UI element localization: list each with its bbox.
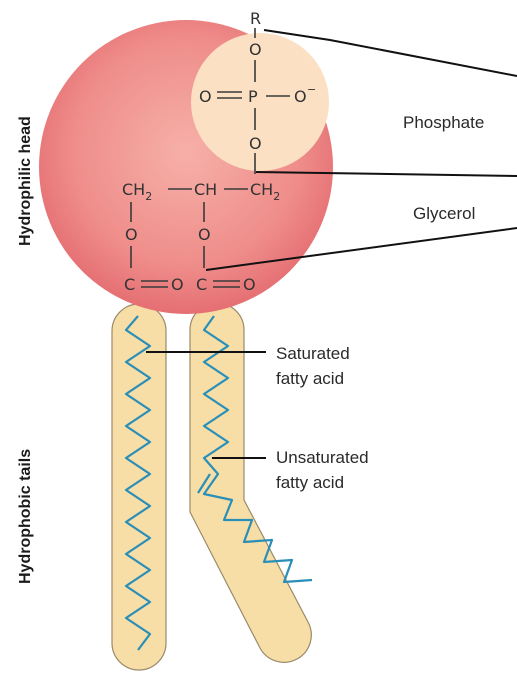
ester-oxygen-right: O [198,225,211,244]
double-bond [197,473,211,494]
leader-lines [146,29,517,459]
glycerol-label: Glycerol [413,204,475,223]
ch2-left-sub: 2 [145,190,152,203]
glycerol-leader [205,227,517,271]
phosphate-bracket-bottom [255,171,517,177]
oxygen-bottom: O [249,134,262,153]
carbon-right: C [196,275,207,294]
oxygen-minus: O [294,87,307,106]
hydrophilic-head-label: Hydrophilic head [17,116,34,246]
carbonyl-oxygen-left: O [171,275,184,294]
ch2-right-sub: 2 [273,190,280,203]
unsaturated-label-line2: fatty acid [276,473,344,492]
ester-oxygen-left: O [125,225,138,244]
ch2-right-text: CH [250,180,273,199]
saturated-chain [124,315,152,651]
oxygen-double: O [199,87,212,106]
phosphate-circle [191,33,329,171]
saturated-label-line2: fatty acid [276,369,344,388]
ch2-left: CH2 [122,180,152,203]
phosphorus: P [248,87,258,106]
callout-labels: Phosphate Glycerol Saturated fatty acid … [276,113,484,492]
saturated-label-line1: Saturated [276,344,350,363]
saturated-tail-capsule [111,303,167,671]
r-group: R [250,9,261,28]
phosphate-label: Phosphate [403,113,484,132]
negative-charge: − [307,83,316,96]
unsaturated-chain [202,315,313,584]
hydrophobic-tails-label: Hydrophobic tails [17,449,34,584]
ch2-left-text: CH [122,180,145,199]
phosphate-bracket-top [263,29,517,77]
head-group: R O O P O − O CH2 CH CH2 O O C O C O [39,9,333,314]
carbon-left: C [124,275,135,294]
tails-group [111,302,313,671]
carbonyl-oxygen-right: O [243,275,256,294]
oxygen-top: O [249,40,262,59]
ch2-right: CH2 [250,180,280,203]
unsaturated-label-line1: Unsaturated [276,448,369,467]
ch-middle: CH [194,180,217,199]
